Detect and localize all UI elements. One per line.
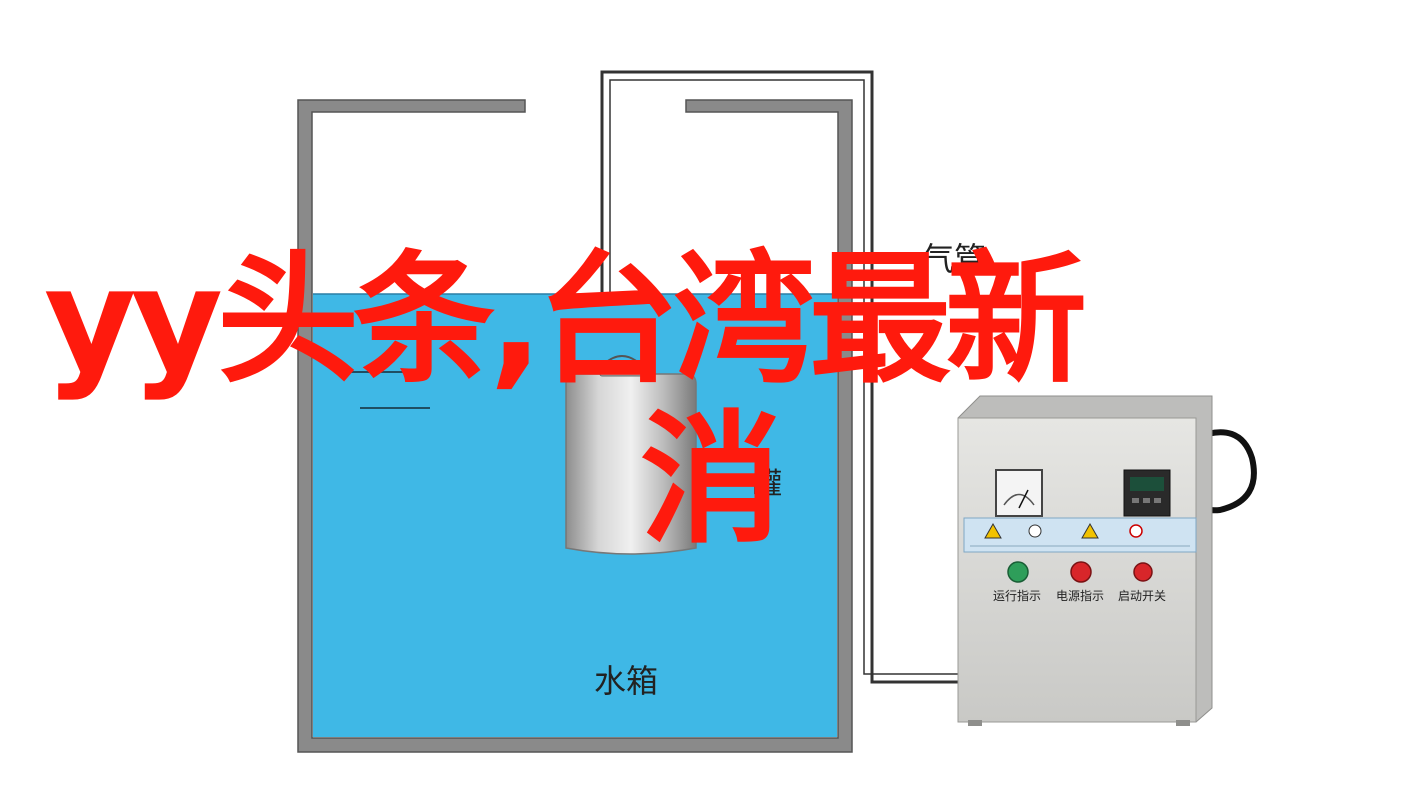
power-indicator-light <box>1070 561 1092 583</box>
level-marks <box>348 371 430 409</box>
ammeter <box>995 469 1043 517</box>
run-indicator-light <box>1007 561 1029 583</box>
digital-controller <box>1123 469 1171 517</box>
headline-line-2: 消 <box>640 398 782 563</box>
air-pipe-label: 气管 <box>922 240 986 278</box>
power-indicator-label: 电源指示 <box>1056 588 1104 603</box>
air-pipe <box>600 70 960 684</box>
start-switch-label: 启动开关 <box>1118 589 1166 603</box>
control-box <box>957 395 1213 726</box>
tank-label: 罐 <box>752 467 782 502</box>
headline-line-1: yy头条,台湾最新 <box>44 238 1087 403</box>
water-tank-label: 水箱 <box>594 662 658 700</box>
start-switch[interactable] <box>1133 562 1153 582</box>
run-indicator-label: 运行指示 <box>993 588 1041 603</box>
pressure-tank <box>565 355 697 555</box>
